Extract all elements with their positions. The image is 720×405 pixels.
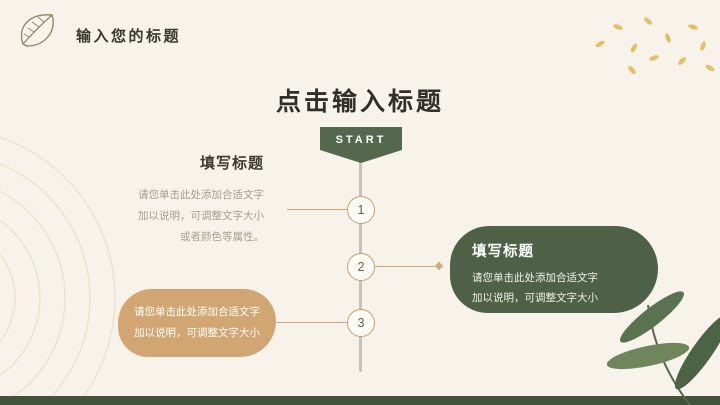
start-flag: START: [320, 127, 402, 163]
step-1-body[interactable]: 请您单击此处添加合适文字 加以说明，可调整文字大小 或者颜色等属性。: [138, 189, 264, 243]
step-1-title[interactable]: 填写标题: [199, 155, 264, 172]
timeline-step-marker-2: 2: [347, 253, 375, 281]
step-2-title[interactable]: 填写标题: [472, 244, 534, 260]
leaf-icon: [20, 14, 54, 47]
timeline-step-marker-3: 3: [347, 309, 375, 337]
timeline-connector-3: [277, 322, 347, 323]
start-flag-label: START: [335, 134, 387, 146]
timeline-step-marker-1: 1: [347, 196, 375, 224]
timeline-connector-2: [375, 266, 435, 267]
step-1-text-block[interactable]: 填写标题 请您单击此处添加合适文字 加以说明，可调整文字大小 或者颜色等属性。: [118, 152, 264, 248]
bottom-bar: [0, 396, 720, 405]
main-title-placeholder[interactable]: 点击输入标题: [275, 88, 444, 116]
step-2-body[interactable]: 请您单击此处添加合适文字 加以说明，可调整文字大小: [472, 272, 598, 304]
step-3-body[interactable]: 请您单击此处添加合适文字 加以说明，可调整文字大小: [134, 306, 260, 339]
step-3-card[interactable]: 请您单击此处添加合适文字 加以说明，可调整文字大小: [118, 289, 276, 357]
step-2-card[interactable]: 填写标题 请您单击此处添加合适文字 加以说明，可调整文字大小: [450, 226, 658, 313]
connector-diamond: [434, 261, 444, 271]
timeline-connector-1: [287, 209, 347, 210]
header-title-placeholder[interactable]: 输入您的标题: [76, 28, 182, 45]
seed-dots: [595, 17, 715, 75]
